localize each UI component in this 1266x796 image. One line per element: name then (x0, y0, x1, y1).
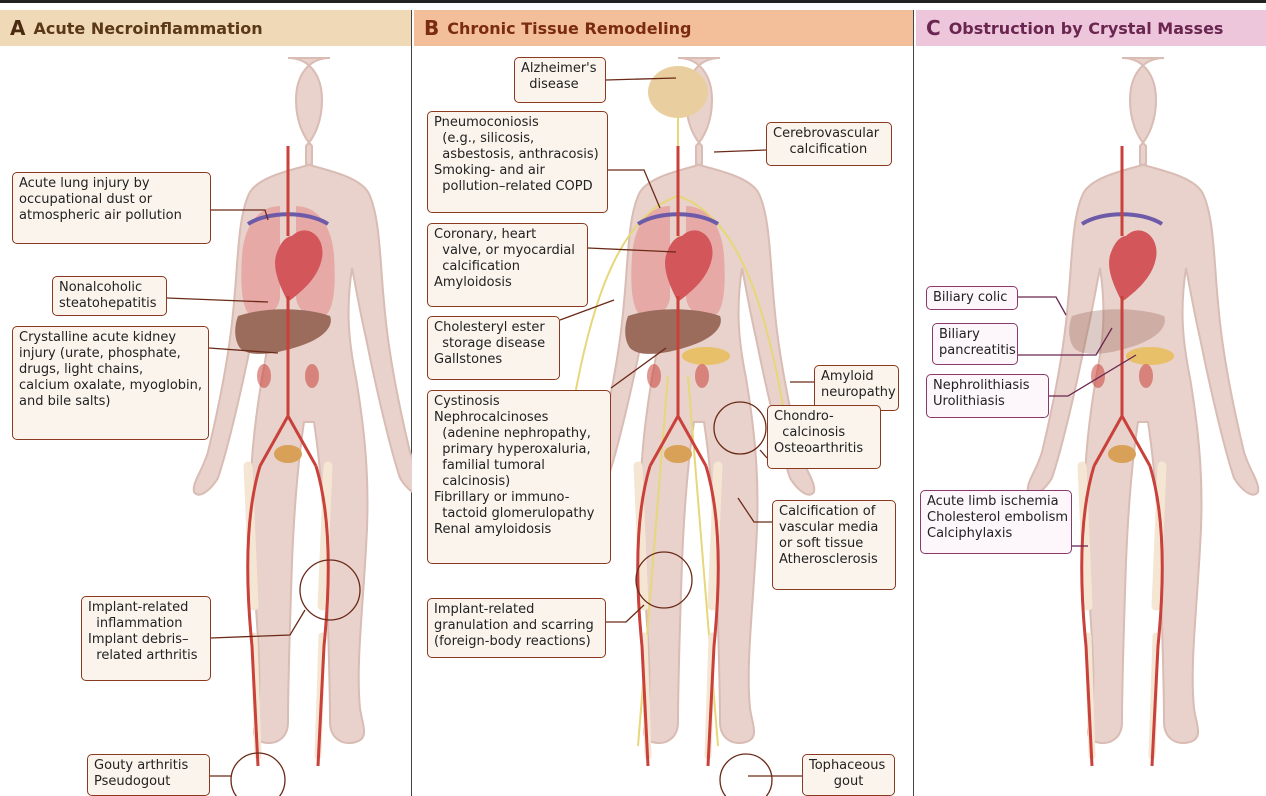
pancreas (682, 347, 730, 365)
left-kidney (257, 364, 271, 388)
label-cerebrovascular-calcification: Cerebrovascular calcification (766, 122, 892, 166)
label-vascular-calcification: Calcification of vascular media or soft … (772, 500, 896, 590)
brain (648, 66, 708, 118)
label-coronary-calcification: Coronary, heart valve, or myocardial cal… (427, 223, 588, 307)
label-tophaceous-gout: Tophaceous gout (802, 754, 895, 796)
label-gouty-arthritis: Gouty arthritis Pseudogout (87, 754, 210, 796)
label-crystalline-aki: Crystalline acute kidney injury (urate, … (12, 326, 209, 440)
label-chondrocalcinosis: Chondro- calcinosis Osteoarthritis (767, 405, 881, 469)
label-pneumoconiosis: Pneumoconiosis (e.g., silicosis, asbesto… (427, 111, 608, 213)
panel-a-title: Acute Necroinflammation (33, 19, 262, 38)
label-cholesteryl-ester: Cholesteryl ester storage disease Gallst… (427, 316, 560, 380)
pancreas (1126, 347, 1174, 365)
panel-a-letter: A (10, 16, 25, 40)
label-nephrolithiasis: Nephrolithiasis Urolithiasis (926, 374, 1049, 418)
right-kidney (305, 364, 319, 388)
body-figure-c (916, 46, 1266, 796)
left-kidney (1091, 364, 1105, 388)
left-kidney (647, 364, 661, 388)
label-implant-inflammation: Implant-related inflammation Implant deb… (81, 596, 211, 681)
label-nonalcoholic-steatohepatitis: Nonalcoholic steatohepatitis (52, 276, 167, 316)
label-biliary-colic: Biliary colic (926, 286, 1018, 310)
right-kidney (1139, 364, 1153, 388)
panel-b-title: Chronic Tissue Remodeling (447, 19, 691, 38)
label-acute-lung-injury: Acute lung injury by occupational dust o… (12, 172, 211, 244)
bladder (1108, 445, 1136, 463)
right-kidney (695, 364, 709, 388)
label-implant-granulation: Implant-related granulation and scarring… (427, 598, 606, 658)
label-acute-limb-ischemia: Acute limb ischemia Cholesterol embolism… (920, 490, 1072, 554)
panel-a: A Acute Necroinflammation Acute lung inj… (0, 10, 412, 796)
bladder (274, 445, 302, 463)
panel-c-header: C Obstruction by Crystal Masses (916, 10, 1266, 46)
panel-c-title: Obstruction by Crystal Masses (949, 19, 1224, 38)
label-biliary-pancreatitis: Biliary pancreatitis (932, 323, 1018, 365)
top-rule (0, 0, 1266, 3)
label-alzheimers: Alzheimer's disease (514, 57, 606, 103)
body-silhouette (194, 58, 412, 743)
panel-b: B Chronic Tissue Remodeling (414, 10, 914, 796)
panel-c-letter: C (926, 16, 941, 40)
label-cystinosis-nephrocalcinoses: Cystinosis Nephrocalcinoses (adenine nep… (427, 390, 611, 564)
panel-c: C Obstruction by Crystal Masses Biliary … (916, 10, 1266, 796)
panel-a-header: A Acute Necroinflammation (0, 10, 411, 46)
bladder (664, 445, 692, 463)
panel-b-header: B Chronic Tissue Remodeling (414, 10, 913, 46)
panel-b-letter: B (424, 16, 439, 40)
body-silhouette (1028, 58, 1259, 743)
